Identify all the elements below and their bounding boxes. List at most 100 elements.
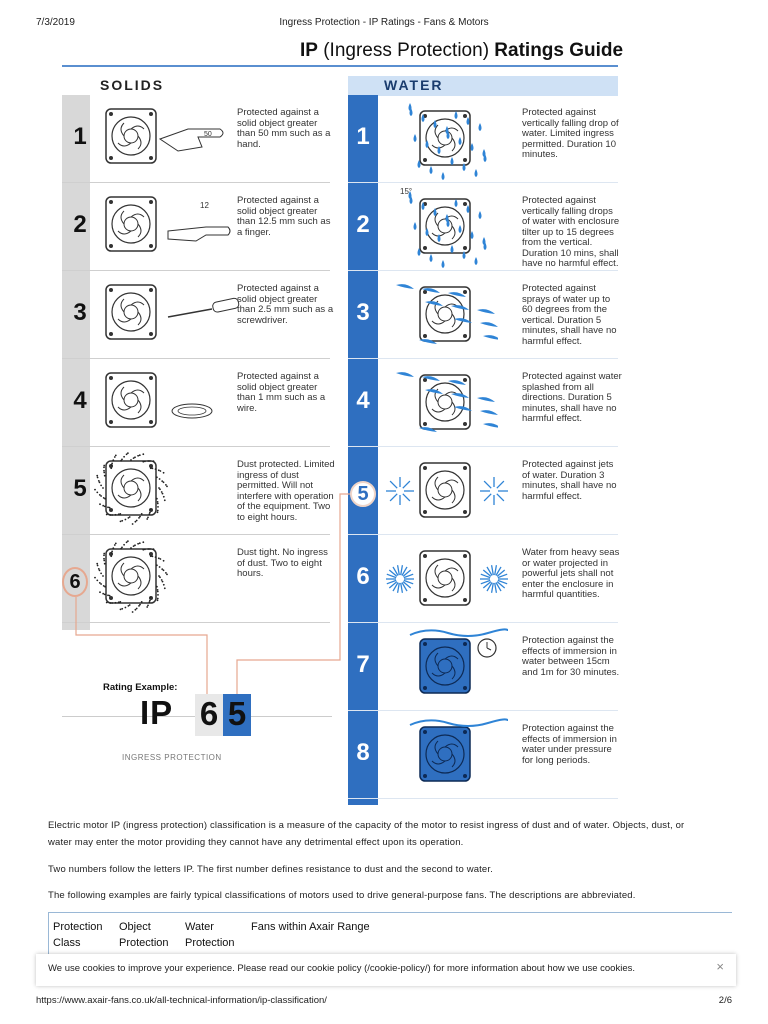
water-spray	[396, 372, 498, 432]
print-date: 7/3/2019	[36, 17, 75, 28]
solids-description: Protected against a solid object greater…	[237, 283, 334, 326]
fan-icon	[416, 283, 474, 345]
water-row-2: 2 15° Protected against vertically falling…	[348, 183, 619, 271]
footer-page-number: 2/6	[718, 995, 732, 1006]
water-description: Protection against the effects of immers…	[522, 723, 617, 766]
water-row-5: Protected against jets of water. Duratio…	[348, 447, 618, 535]
paragraph-intro-1: Electric motor IP (ingress protection) c…	[48, 820, 685, 831]
solids-number-column	[62, 95, 90, 630]
fan-icon	[416, 371, 474, 433]
water-description: Protected against vertically falling dro…	[522, 195, 620, 269]
screwdriver-icon	[167, 297, 240, 318]
water-surface	[409, 628, 508, 637]
finger-size-label: 12	[200, 201, 209, 210]
paragraph-intro-2: water may enter the motor providing they…	[48, 837, 464, 848]
cookie-banner: We use cookies to improve your experienc…	[36, 954, 736, 986]
solids-description: Dust tight. No ingress of dust. Two to e…	[237, 547, 328, 579]
hand-size-label: 50	[204, 131, 212, 138]
guide-title-middle: (Ingress Protection)	[317, 40, 495, 61]
print-title: Ingress Protection - IP Ratings - Fans &…	[279, 17, 489, 28]
water-description: Water from heavy seas or water projected…	[522, 547, 620, 600]
water-row-8: 8 Protection against the effects of immer…	[348, 711, 618, 799]
rating-caption: INGRESS PROTECTION	[122, 753, 222, 762]
fan-icon	[416, 107, 474, 169]
fan-icon	[102, 193, 160, 255]
water-drops	[408, 191, 487, 268]
solids-heading: SOLIDS	[100, 77, 165, 93]
water-number: 6	[356, 563, 370, 590]
rating-ip-letters: IP	[140, 694, 174, 731]
water-description: Protected against jets of water. Duratio…	[522, 459, 617, 502]
table-header-fans: Fans within Axair Range	[251, 921, 370, 933]
solids-description: Protected against a solid object greater…	[237, 107, 331, 150]
solids-number: 3	[73, 299, 87, 326]
water-row-6: 6 Water from heavy seas or water projecte…	[348, 535, 619, 623]
title-rule	[62, 65, 618, 67]
timer-icon	[477, 638, 497, 658]
water-number-column	[348, 95, 378, 805]
solids-description: Dust protected. Limited ingress of dust …	[237, 459, 335, 523]
finger-icon	[167, 226, 231, 242]
fan-icon	[416, 547, 474, 609]
water-number: 7	[356, 651, 370, 678]
water-number: 3	[356, 299, 370, 326]
water-description: Protected against vertically falling dro…	[522, 107, 619, 160]
solids-number: 4	[73, 387, 87, 414]
solids-number: 1	[73, 123, 87, 150]
fan-icon	[416, 195, 474, 257]
paragraph-examples: The following examples are fairly typica…	[48, 890, 636, 901]
rating-example-label: Rating Example:	[103, 682, 178, 693]
dust-particles	[94, 452, 168, 525]
water-description: Protected against sprays of water up to …	[522, 283, 617, 347]
tilt-angle-label: 15°	[400, 187, 413, 196]
water-number: 4	[356, 387, 370, 414]
water-number: 2	[356, 211, 370, 238]
fan-icon	[416, 459, 474, 521]
close-icon[interactable]: ×	[716, 959, 724, 974]
hand-icon	[158, 128, 224, 152]
fan-icon	[416, 635, 474, 697]
water-description: Protected against water splashed from al…	[522, 371, 622, 424]
fan-icon	[102, 105, 160, 167]
wire-icon	[171, 403, 213, 419]
water-row-3: 3 Protected against sprays of water up to…	[348, 271, 618, 359]
solids-description: Protected against a solid object greater…	[237, 371, 326, 414]
fan-icon	[102, 369, 160, 431]
guide-title-end: Ratings Guide	[494, 40, 624, 61]
rating-digit-solid: 6	[195, 694, 223, 736]
rating-digit-water: 5	[223, 694, 251, 736]
water-number: 1	[356, 123, 370, 150]
water-heading-bar: WATER	[348, 76, 618, 96]
solids-row-4: 4 Protected against a solid object greate…	[62, 359, 330, 447]
water-surface	[409, 718, 508, 727]
water-jets	[386, 477, 508, 505]
water-spray	[396, 284, 498, 344]
solids-row-1: 1 50 Protected against a solid object grea…	[62, 95, 330, 183]
dust-particles	[94, 540, 168, 613]
cookie-text: We use cookies to improve your experienc…	[48, 963, 635, 974]
water-heading: WATER	[384, 77, 444, 93]
water-row-4: 4 Protected against water splashed from a…	[348, 359, 622, 447]
solids-row-5: 5 Dust protected. Limited ingress of dust…	[62, 447, 335, 535]
solids-number: 5	[73, 475, 87, 502]
water-row-7: 7 Protection against the effects of immer…	[348, 623, 619, 711]
fan-icon	[102, 457, 160, 519]
footer-url: https://www.axair-fans.co.uk/all-technic…	[36, 995, 327, 1006]
guide-title: IP (Ingress Protection) Ratings Guide	[300, 40, 624, 62]
solids-row-3: 3 Protected against a solid object greate…	[62, 271, 333, 359]
water-number: 8	[356, 739, 370, 766]
water-5-highlight: 5	[350, 481, 376, 507]
fan-icon	[416, 723, 474, 785]
fan-icon	[102, 281, 160, 343]
guide-title-ip: IP	[300, 40, 318, 61]
water-drops	[408, 103, 487, 180]
water-description: Protection against the effects of immers…	[522, 635, 620, 678]
water-jets	[386, 565, 508, 593]
paragraph-numbers: Two numbers follow the letters IP. The f…	[48, 864, 493, 875]
solids-row-6: Dust tight. No ingress of dust. Two to e…	[62, 535, 330, 623]
